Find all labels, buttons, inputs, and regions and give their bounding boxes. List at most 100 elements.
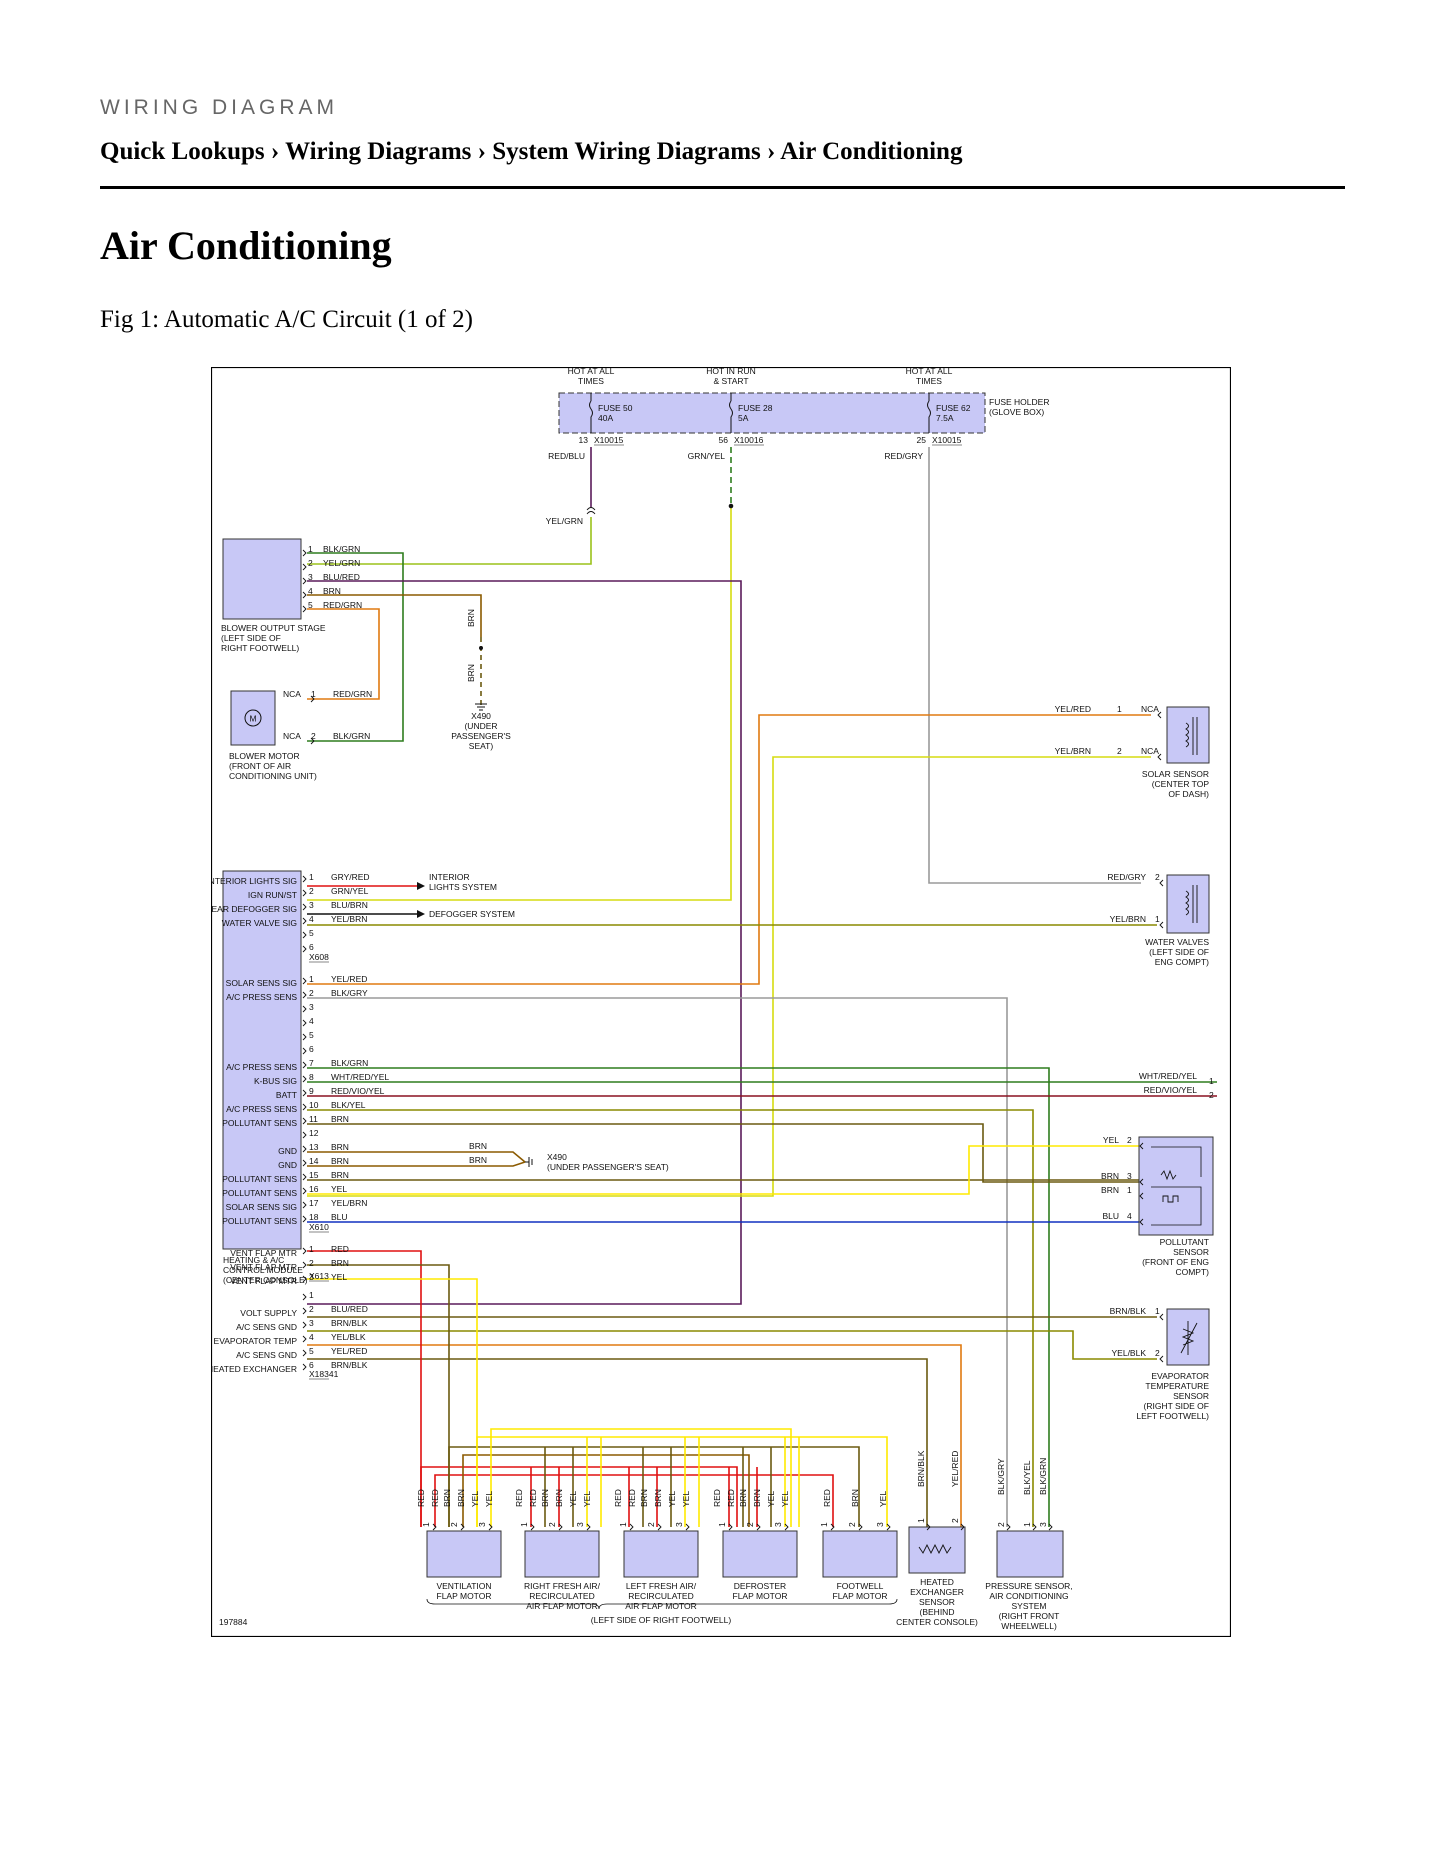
connector-pin	[756, 1523, 761, 1531]
pin-number: 1	[1117, 704, 1122, 714]
pin-number: 2	[745, 1522, 755, 1527]
pressure-sensor-label: WHEELWELL)	[1001, 1621, 1057, 1631]
pin-number: 1	[1127, 1185, 1132, 1195]
connector-pin	[302, 549, 307, 557]
pollutant-label: COMPT)	[1175, 1267, 1209, 1277]
pin-number: 2	[309, 988, 314, 998]
wire	[490, 1428, 792, 1527]
footwell-note: (LEFT SIDE OF RIGHT FOOTWELL)	[591, 1615, 732, 1625]
motor-symbol: M	[249, 714, 256, 724]
wire-label: GRN/YEL	[688, 451, 726, 461]
nca-label: NCA	[1141, 746, 1159, 756]
pin-number: 14	[309, 1156, 319, 1166]
nca-label: NCA	[283, 689, 301, 699]
wire-label: BRN/BLK	[916, 1450, 926, 1487]
wire-label: BRN	[469, 1141, 487, 1151]
connector-pin	[302, 991, 307, 999]
connector-pin	[302, 945, 307, 953]
wire-label: BLK/GRN	[331, 1058, 368, 1068]
page-kicker: WIRING DIAGRAM	[100, 96, 338, 119]
pin-number: 3	[309, 900, 314, 910]
wire	[434, 1474, 834, 1527]
wire	[307, 1358, 928, 1527]
connector-pin	[302, 1061, 307, 1069]
flap-motor-label: DEFROSTER	[734, 1581, 786, 1591]
wire-label: RED	[627, 1489, 637, 1507]
wire-label: BRN	[1101, 1185, 1119, 1195]
wire	[307, 1264, 450, 1527]
wire	[307, 580, 742, 1305]
wire-label: RED	[331, 1244, 349, 1254]
connector-pin	[310, 695, 315, 703]
module-signal-label: SOLAR SENS SIG	[226, 1202, 297, 1212]
connector-pin	[302, 1275, 307, 1283]
wiring-diagram: FUSE HOLDER(GLOVE BOX)HOT AT ALLTIMESFUS…	[211, 367, 1231, 1637]
wire-label: RED/GRN	[333, 689, 372, 699]
pressure-sensor-label: PRESSURE SENSOR,	[985, 1581, 1072, 1591]
wire-label: RED	[712, 1489, 722, 1507]
wire-label: RED	[430, 1489, 440, 1507]
wire-label: BLU/RED	[323, 572, 360, 582]
module-signal-label: HEATED EXCHANGER	[211, 1364, 297, 1374]
wire-label: YEL	[331, 1184, 347, 1194]
breadcrumb-item[interactable]: Air Conditioning	[780, 138, 963, 165]
wire-label: RED/VIO/YEL	[1144, 1085, 1198, 1095]
heated-exchanger-label: CENTER CONSOLE)	[896, 1617, 978, 1627]
connector-pin	[302, 1019, 307, 1027]
pin-number: 1	[717, 1522, 727, 1527]
module-signal-label: K-BUS SIG	[254, 1076, 297, 1086]
pin-number: 2	[1117, 746, 1122, 756]
pin-number: 11	[309, 1114, 318, 1124]
wire	[307, 517, 592, 565]
wire-label: YEL/BLK	[331, 1332, 366, 1342]
connector-pin	[302, 591, 307, 599]
wire-label: YEL	[780, 1491, 790, 1507]
module-signal-label: VENT FLAP MTR	[230, 1248, 297, 1258]
pin-number: 1	[421, 1522, 431, 1527]
wire-label: YEL/GRN	[323, 558, 360, 568]
wire-label: YEL/BRN	[1110, 914, 1146, 924]
breadcrumb: Quick Lookups › Wiring Diagrams › System…	[100, 138, 962, 166]
connector-id: X608	[309, 952, 329, 962]
breadcrumb-item[interactable]: Quick Lookups	[100, 138, 265, 165]
wire-label: BRN	[323, 586, 341, 596]
connector-pin	[302, 1349, 307, 1357]
evaporator-label: EVAPORATOR	[1151, 1371, 1209, 1381]
ground-icon	[475, 703, 487, 711]
breadcrumb-item[interactable]: System Wiring Diagrams	[492, 138, 761, 165]
wire	[307, 552, 404, 742]
connector-pin	[858, 1523, 863, 1531]
module-signal-label: IGN RUN/ST	[248, 890, 297, 900]
breadcrumb-separator: ›	[477, 138, 486, 165]
breadcrumb-item[interactable]: Wiring Diagrams	[285, 138, 472, 165]
flap-motor-label: VENTILATION	[436, 1581, 491, 1591]
blower-stage-label: (LEFT SIDE OF	[221, 633, 281, 643]
module-signal-label: A/C PRESS SENS	[226, 1062, 297, 1072]
connector-pin	[302, 1215, 307, 1223]
water-valves-label: WATER VALVES	[1145, 937, 1209, 947]
fuse-label: 7.5A	[936, 413, 954, 423]
connector-pin	[460, 1523, 465, 1531]
wire	[307, 1067, 1050, 1527]
wire-label: RED/VIO/YEL	[331, 1086, 385, 1096]
pin-number: 2	[950, 1518, 960, 1523]
pin-number: 1	[1209, 1076, 1214, 1086]
evaporator-label: TEMPERATURE	[1145, 1381, 1209, 1391]
ground-label: X490	[471, 711, 491, 721]
wire-label: YEL	[681, 1491, 691, 1507]
connector-id: X10015	[594, 435, 624, 445]
pin-number: 6	[309, 1360, 314, 1370]
wire-label: BRN	[1101, 1171, 1119, 1181]
pin-number: 9	[309, 1086, 314, 1096]
pin-number: 10	[309, 1100, 319, 1110]
pin-number: 2	[1155, 1348, 1160, 1358]
blower-stage-label: BLOWER OUTPUT STAGE	[221, 623, 326, 633]
splice-dot	[479, 646, 483, 650]
connector-pin	[1032, 1523, 1037, 1531]
fuse-icon	[589, 393, 593, 433]
wire-label: BRN/BLK	[331, 1360, 368, 1370]
wire	[448, 1446, 860, 1527]
connector-pin	[302, 1187, 307, 1195]
wire-label: BRN	[738, 1489, 748, 1507]
wire	[307, 1161, 526, 1167]
